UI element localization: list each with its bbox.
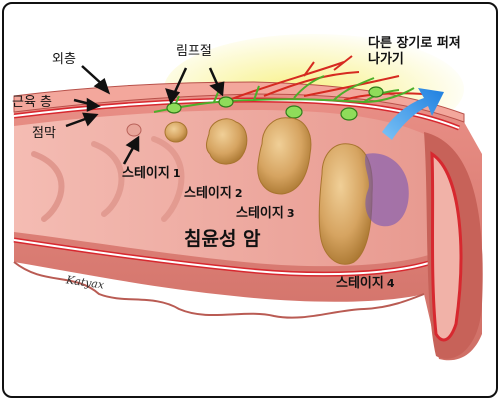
label-lymph-node: 림프절 [176, 44, 212, 59]
spread-arrow [382, 88, 444, 140]
label-spread: 다른 장기로 퍼져 나가기 [368, 36, 461, 67]
lymph-vessels [153, 75, 415, 113]
tumor-stage-1 [164, 121, 188, 143]
colon-right-inner [430, 151, 463, 342]
stage-2-number: 2 [234, 187, 243, 200]
label-outer-layer: 외층 [52, 52, 76, 67]
metastasis-stain [365, 153, 409, 227]
colon-illustration [13, 34, 483, 361]
stage-4-text: 스테이지 [336, 276, 384, 291]
label-mucosa: 점막 [32, 126, 56, 141]
pointer-mucosa-head [82, 112, 99, 127]
tumors [126, 117, 373, 265]
stage-4-number: 4 [386, 277, 395, 290]
lymph-node [166, 102, 182, 114]
lymph-nodes [166, 86, 384, 121]
tumor-stage-2 [206, 118, 248, 165]
pointer-outer-layer-head [93, 77, 111, 95]
pointer-lymph-1 [172, 67, 188, 95]
pointer-lymph-2-head [209, 81, 225, 97]
stage-3-number: 3 [286, 207, 295, 220]
tumor-stage-4 [318, 143, 373, 265]
blood-vessels [223, 55, 425, 103]
label-muscle-layer: 근육 층 [12, 95, 53, 110]
stage-1-number: 1 [172, 167, 181, 180]
stage-2-text: 스테이지 [184, 186, 232, 201]
lumen-fold [151, 136, 185, 222]
label-pointers [65, 65, 225, 165]
pointer-muscle-layer-head [86, 97, 101, 112]
stage-1-text: 스테이지 [122, 166, 170, 181]
lymph-node [218, 96, 234, 108]
stage-3-text: 스테이지 [236, 206, 284, 221]
label-invasive-cancer: 침윤성 암 [184, 228, 261, 250]
pointer-stage-1 [122, 145, 136, 165]
pointer-stage-1-head [125, 135, 140, 153]
pointer-mucosa [65, 116, 89, 128]
colon-bottom-folds [13, 261, 425, 319]
lymph-node [340, 107, 358, 121]
bottom-lining-white [13, 239, 433, 276]
lumen-fold [91, 141, 125, 217]
lymph-node [285, 105, 303, 119]
tumor-stage-3 [257, 117, 312, 195]
lumen-fold [31, 151, 65, 222]
pointer-lymph-1-head [165, 88, 181, 105]
lymph-node [368, 86, 384, 98]
pointer-lymph-2 [208, 67, 220, 87]
tumor-polyp-early [126, 123, 142, 137]
